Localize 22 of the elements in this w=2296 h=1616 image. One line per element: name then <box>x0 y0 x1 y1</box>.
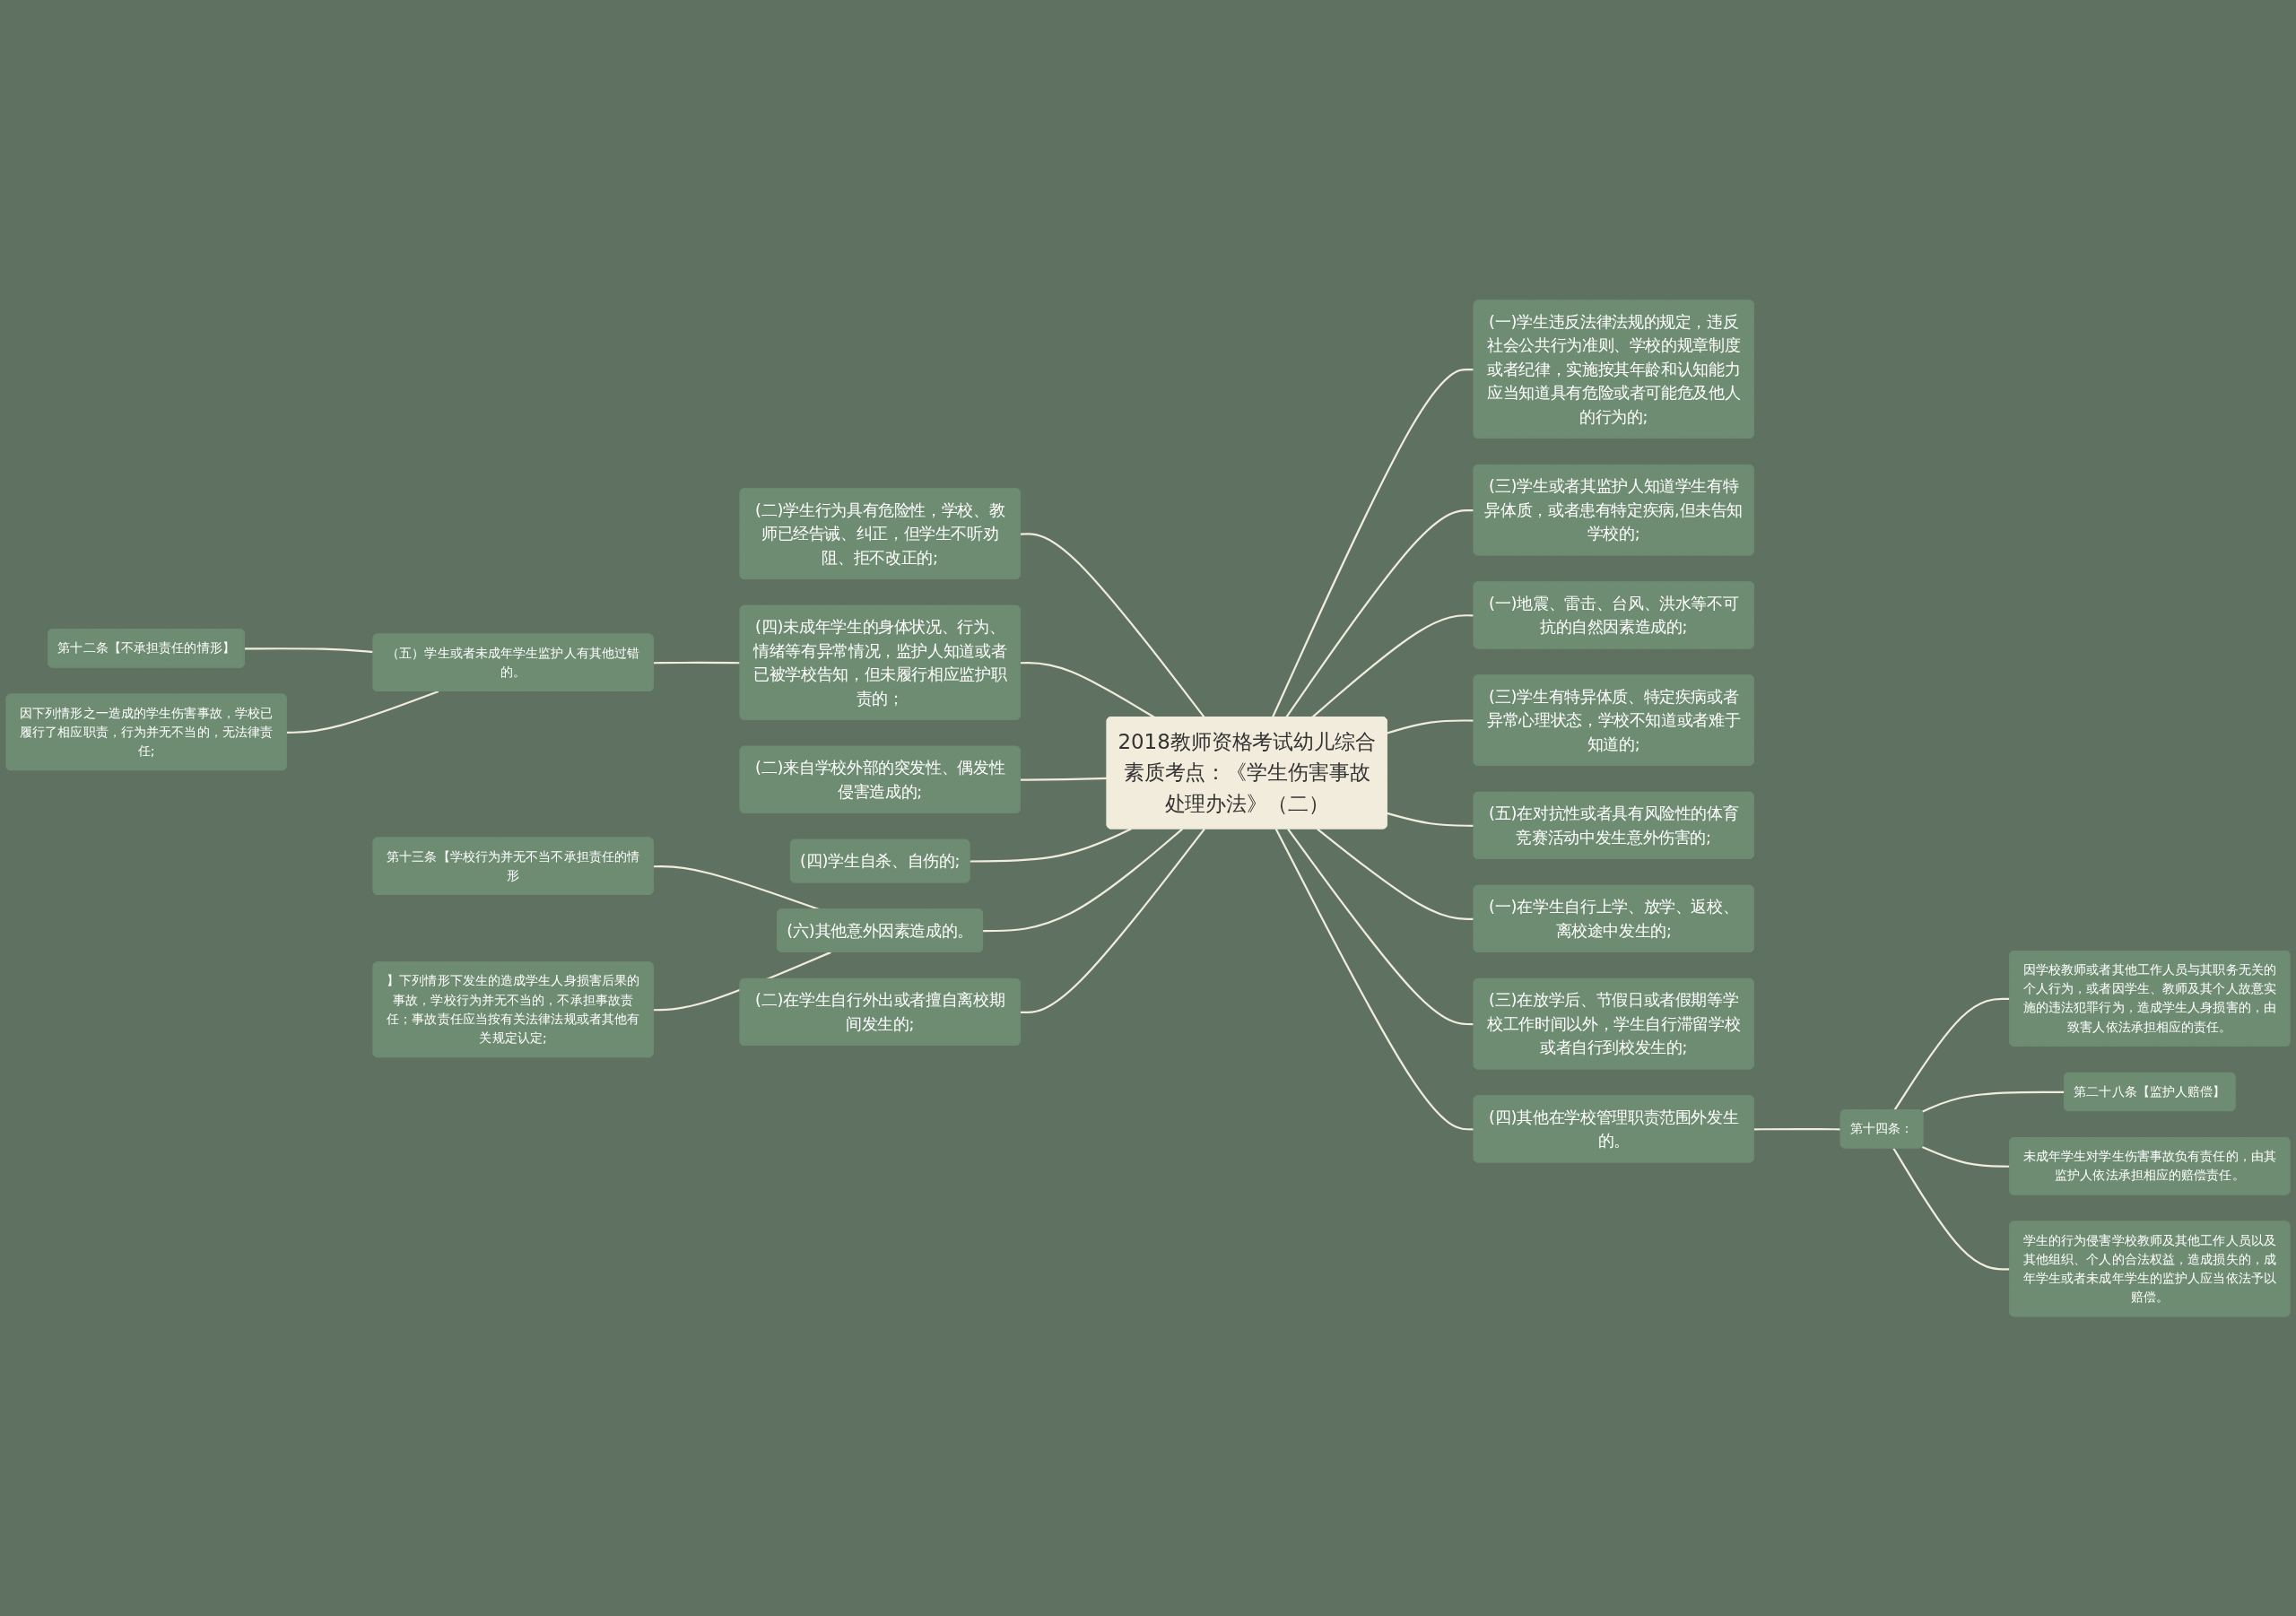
connector <box>653 661 741 664</box>
connector <box>1921 1090 2066 1113</box>
connector <box>1387 812 1474 827</box>
connector <box>1287 828 1474 1025</box>
connector <box>1020 777 1108 781</box>
connector <box>1311 613 1474 718</box>
connector <box>1020 661 1155 718</box>
connector <box>1892 1147 2011 1271</box>
connector <box>244 647 374 653</box>
connector <box>1317 828 1474 920</box>
connector <box>1387 718 1474 734</box>
connector <box>983 828 1184 932</box>
connector <box>1753 1127 1841 1130</box>
connector <box>1020 828 1205 1013</box>
connector <box>1285 508 1474 718</box>
connector <box>1893 997 2011 1111</box>
connector <box>1274 828 1474 1130</box>
connector <box>1271 368 1474 718</box>
connector <box>1020 532 1205 718</box>
connector <box>970 827 1132 863</box>
connector <box>286 690 439 734</box>
connector <box>1921 1145 2011 1168</box>
